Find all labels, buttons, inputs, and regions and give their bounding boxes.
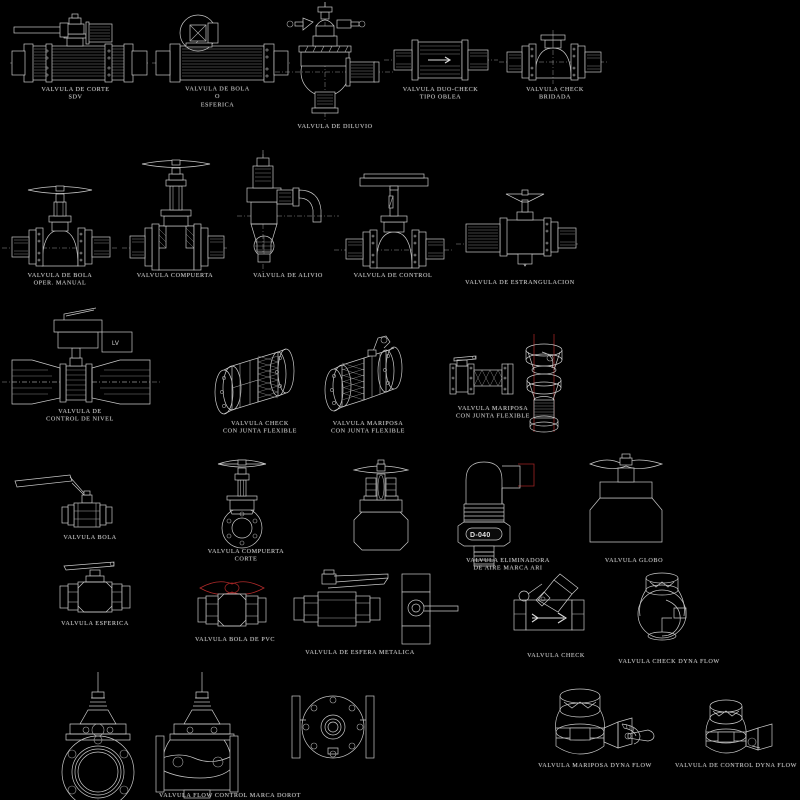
lv-tag-text: LV [112, 341, 119, 347]
ari-tag-text: D-040 [470, 532, 491, 539]
